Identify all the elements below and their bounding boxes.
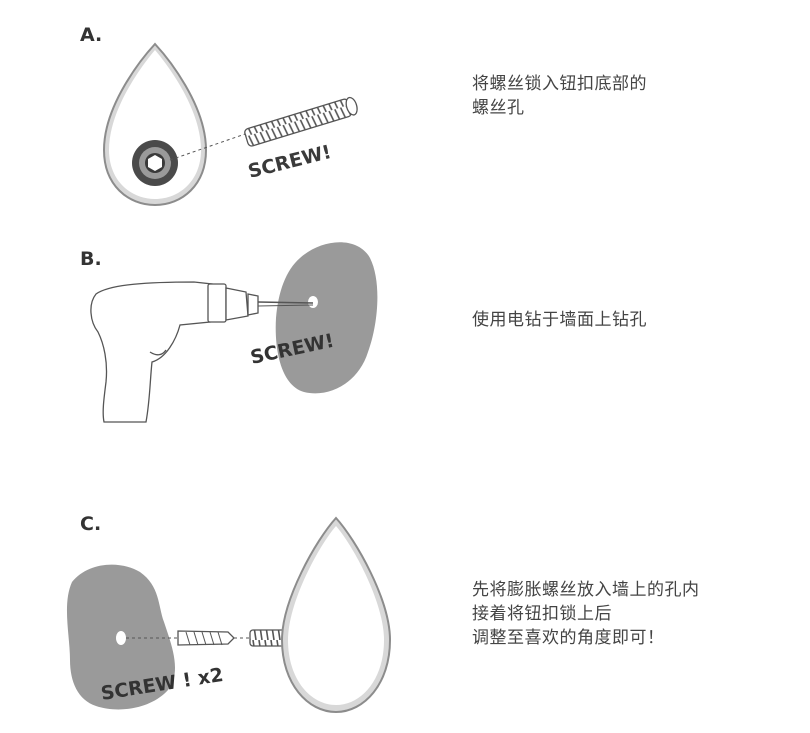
step-a-line: 将螺丝锁入钮扣底部的 [472,74,647,94]
screw-badge: SCREW! [246,141,334,183]
step-b-label: B. [80,248,102,270]
step-a-line: 螺丝孔 [472,98,525,118]
step-b-text: 使用电钻于墙面上钻孔 [472,308,647,332]
screw-icon [249,629,287,647]
step-c-line: 调整至喜欢的角度即可！ [472,628,665,648]
step-a-label: A. [80,24,102,46]
teardrop-knob-icon [280,516,392,714]
step-b: B. SCREW! [80,242,378,423]
wall-anchor-icon [177,630,235,646]
step-c-label: C. [80,513,101,535]
wall-patch-icon [275,242,378,394]
guide-line [169,132,249,161]
step-c-line: 先将膨胀螺丝放入墙上的孔内 [472,580,700,600]
teardrop-knob-icon [102,42,208,207]
step-c: C. SCREW ! x2 [66,513,392,714]
step-a: A. SCREW! [80,24,358,207]
drill-icon [90,281,314,423]
step-c-text: 先将膨胀螺丝放入墙上的孔内 接着将钮扣锁上后 调整至喜欢的角度即可！ [472,578,700,650]
screw-icon [244,96,358,147]
drill-hole [308,296,318,308]
step-c-line: 接着将钮扣锁上后 [472,604,612,624]
step-a-text: 将螺丝锁入钮扣底部的 螺丝孔 [472,72,647,120]
wall-hole [116,631,126,645]
step-b-line: 使用电钻于墙面上钻孔 [472,310,647,330]
